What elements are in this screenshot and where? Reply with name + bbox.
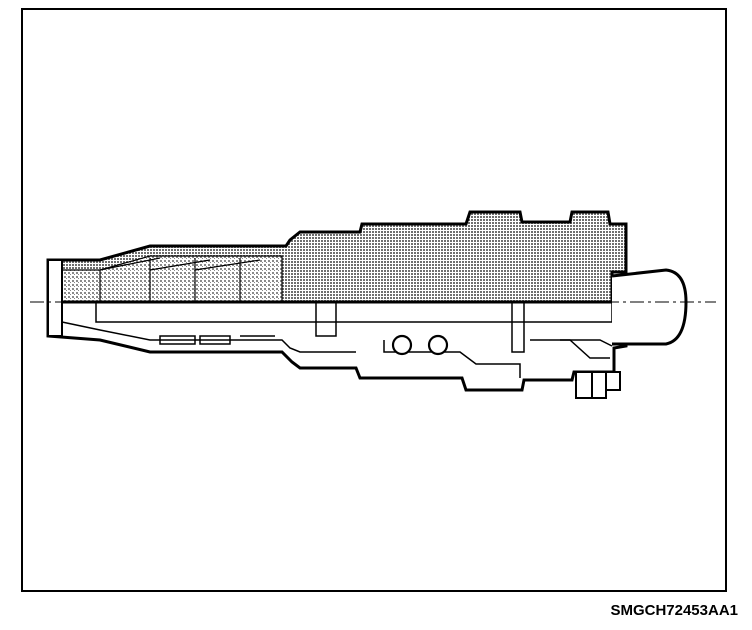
lower-chambers [159, 302, 613, 378]
lower-bore-outline [61, 302, 356, 353]
inlet-opening [47, 259, 63, 337]
lower-housing-section [46, 300, 628, 392]
bottom-right-fitting [575, 371, 621, 399]
figure-frame [21, 8, 727, 592]
check-ball-left [391, 334, 413, 356]
check-ball-right [427, 334, 449, 356]
nozzle-dividers [99, 257, 261, 302]
shaft-end [611, 268, 688, 346]
figure-reference-code: SMGCH72453AA1 [610, 602, 738, 619]
